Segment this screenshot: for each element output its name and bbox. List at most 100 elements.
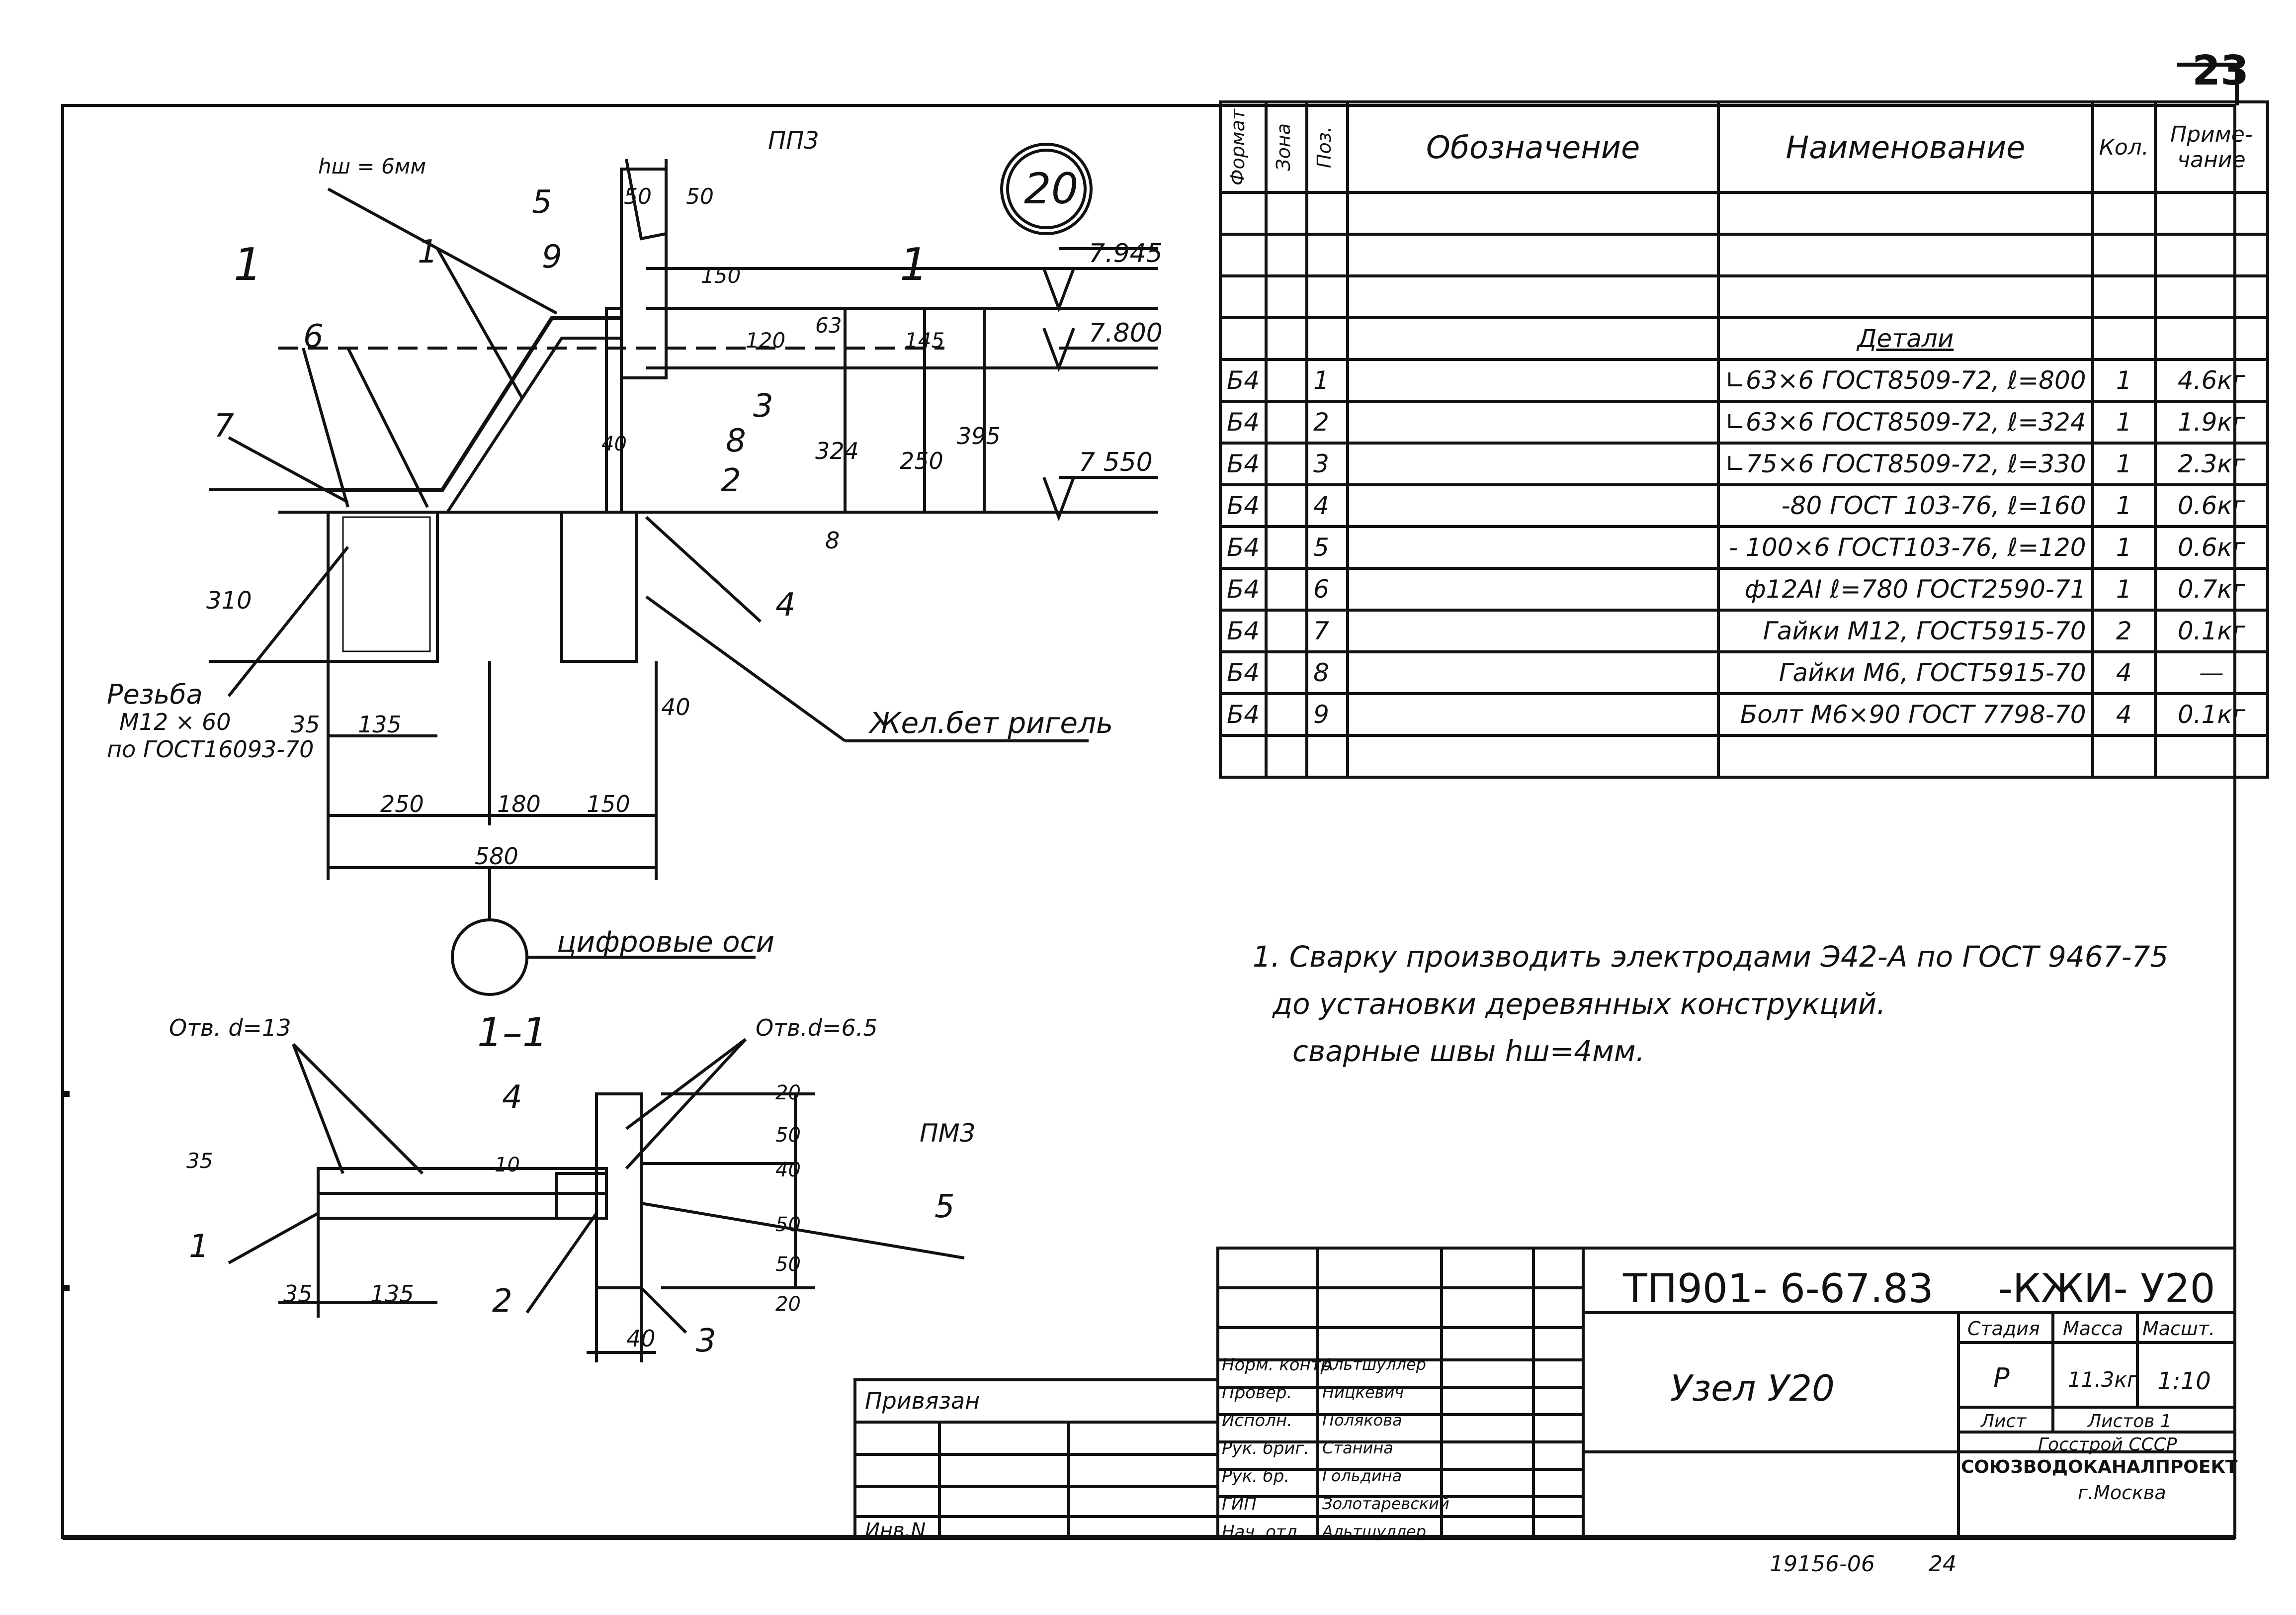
signature-role: Провер. <box>1222 1383 1292 1403</box>
dim-plan-4: 120 <box>746 328 786 353</box>
spec-zone <box>1265 567 1309 612</box>
dim-plan-12: 310 <box>206 587 252 615</box>
scale-value: 1:10 <box>2157 1367 2211 1395</box>
dim-plan-10: 8 <box>825 527 840 554</box>
dim-plan-16: 250 <box>380 791 424 817</box>
plan-pos-7: 7 <box>214 408 234 445</box>
sheet-number: 23 <box>2192 47 2249 94</box>
signature-role: ГИП <box>1222 1494 1257 1514</box>
spec-zone <box>1265 358 1309 403</box>
weld-label: hш = 6мм <box>318 154 426 179</box>
spec-pos: 4 <box>1305 483 1350 528</box>
signature-name: Альтшуллер <box>1322 1522 1426 1541</box>
spec-empty-row <box>1218 233 2269 277</box>
stage-value: Р <box>1993 1362 2010 1394</box>
spec-note: 1.9кг <box>2153 400 2269 445</box>
dim-sec-4: 135 <box>370 1280 414 1307</box>
hole-13-label: Отв. d=13 <box>169 1014 291 1041</box>
beam-label: Жел.бет ригель <box>870 706 1113 740</box>
plan-pos-8: 8 <box>726 423 746 459</box>
spec-note: 0.6кг <box>2153 525 2269 570</box>
hdr-name: Наименование <box>1717 100 2094 194</box>
dim-plan-17: 180 <box>497 791 541 817</box>
dim-plan-8: 250 <box>900 448 943 474</box>
spec-format: Б4 <box>1218 692 1268 737</box>
axes-label: цифровые оси <box>557 925 775 959</box>
spec-pos: 3 <box>1305 442 1350 486</box>
plan-pos-9: 9 <box>542 239 562 275</box>
section-pos-1: 1 <box>189 1228 209 1265</box>
hdr-qty: Кол. <box>2091 100 2157 194</box>
spec-name: - 100×6 ГОСТ103-76, ℓ=120 <box>1717 525 2094 570</box>
spec-qty: 1 <box>2091 358 2157 403</box>
spec-designation <box>1346 442 1720 486</box>
signature-name: Станина <box>1322 1438 1393 1457</box>
org-line-3: г.Москва <box>2078 1482 2166 1504</box>
hdr-zone: Зона <box>1273 123 1295 171</box>
spec-zone <box>1265 692 1309 737</box>
spec-designation <box>1346 692 1720 737</box>
spec-designation <box>1346 650 1720 695</box>
dim-plan-19: 580 <box>475 843 518 870</box>
hdr-note: Приме-чание <box>2153 100 2269 194</box>
dim-plan-1: 50 <box>624 184 652 209</box>
ppz-top-label: ПП3 <box>768 127 819 155</box>
spec-name: ∟63×6 ГОСТ8509-72, ℓ=800 <box>1717 358 2094 403</box>
dim-sec-10: 50 <box>775 1253 801 1276</box>
doc-code: ТП901- 6-67.83 <box>1623 1265 1934 1312</box>
spec-zone <box>1265 400 1309 445</box>
spec-designation <box>1346 483 1720 528</box>
spec-pos: 8 <box>1305 650 1350 695</box>
spec-format: Б4 <box>1218 442 1268 486</box>
spec-note: 0.1кг <box>2153 609 2269 653</box>
hole-65-label: Отв.d=6.5 <box>756 1014 878 1041</box>
dim-plan-2: 50 <box>686 184 714 209</box>
spec-pos: 7 <box>1305 609 1350 653</box>
spec-format: Б4 <box>1218 609 1268 653</box>
dim-plan-15: 40 <box>661 694 690 720</box>
plan-pos-6: 6 <box>303 318 324 355</box>
sheets-label: Листов 1 <box>2088 1411 2172 1432</box>
signature-role: Исполн. <box>1222 1411 1292 1431</box>
thread-size: M12 × 60 <box>119 709 231 735</box>
signature-name: Золотаревский <box>1322 1494 1449 1513</box>
spec-designation <box>1346 525 1720 570</box>
org-line-1: Госстрой СССР <box>2038 1435 2177 1455</box>
stage-label: Стадия <box>1967 1318 2040 1340</box>
bottom-page: 24 <box>1929 1551 1956 1577</box>
spec-name: Гайки M12, ГОСТ5915-70 <box>1717 609 2094 653</box>
note-line-1: 1. Сварку производить электродами Э42-А … <box>1253 940 2169 974</box>
org-line-2: СОЮЗВОДОКАНАЛПРОЕКТ <box>1961 1457 2238 1477</box>
spec-qty: 1 <box>2091 442 2157 486</box>
spec-format: Б4 <box>1218 525 1268 570</box>
signature-role: Рук. бриг. <box>1222 1438 1310 1458</box>
spec-name: Болт M6×90 ГОСТ 7798-70 <box>1717 692 2094 737</box>
hdr-pos: Поз. <box>1313 126 1336 169</box>
spec-format: Б4 <box>1218 650 1268 695</box>
sheet-label: Лист <box>1981 1411 2027 1432</box>
dim-plan-9: 395 <box>957 423 1001 449</box>
bound-label: Привязан <box>865 1387 980 1414</box>
section-mark-right: 1 <box>900 239 929 291</box>
section-title: 1–1 <box>477 1009 548 1056</box>
plan-pos-2: 2 <box>721 462 741 499</box>
spec-qty: 4 <box>2091 692 2157 737</box>
spec-section-title: Детали <box>1717 316 2094 361</box>
spec-note: 0.7кг <box>2153 567 2269 612</box>
dim-plan-11: 40 <box>601 433 627 455</box>
dim-sec-9: 50 <box>775 1213 801 1236</box>
dim-plan-5: 63 <box>815 313 842 338</box>
thread-label: Резьба <box>107 679 203 710</box>
level-7800: 7.800 <box>1089 318 1163 348</box>
level-7945: 7.945 <box>1089 239 1163 269</box>
dim-sec-3: 35 <box>283 1280 313 1307</box>
section-pos-5: 5 <box>935 1188 955 1225</box>
dim-sec-6: 20 <box>775 1081 801 1104</box>
spec-empty-row <box>1218 191 2269 236</box>
dim-sec-11: 20 <box>775 1293 801 1316</box>
